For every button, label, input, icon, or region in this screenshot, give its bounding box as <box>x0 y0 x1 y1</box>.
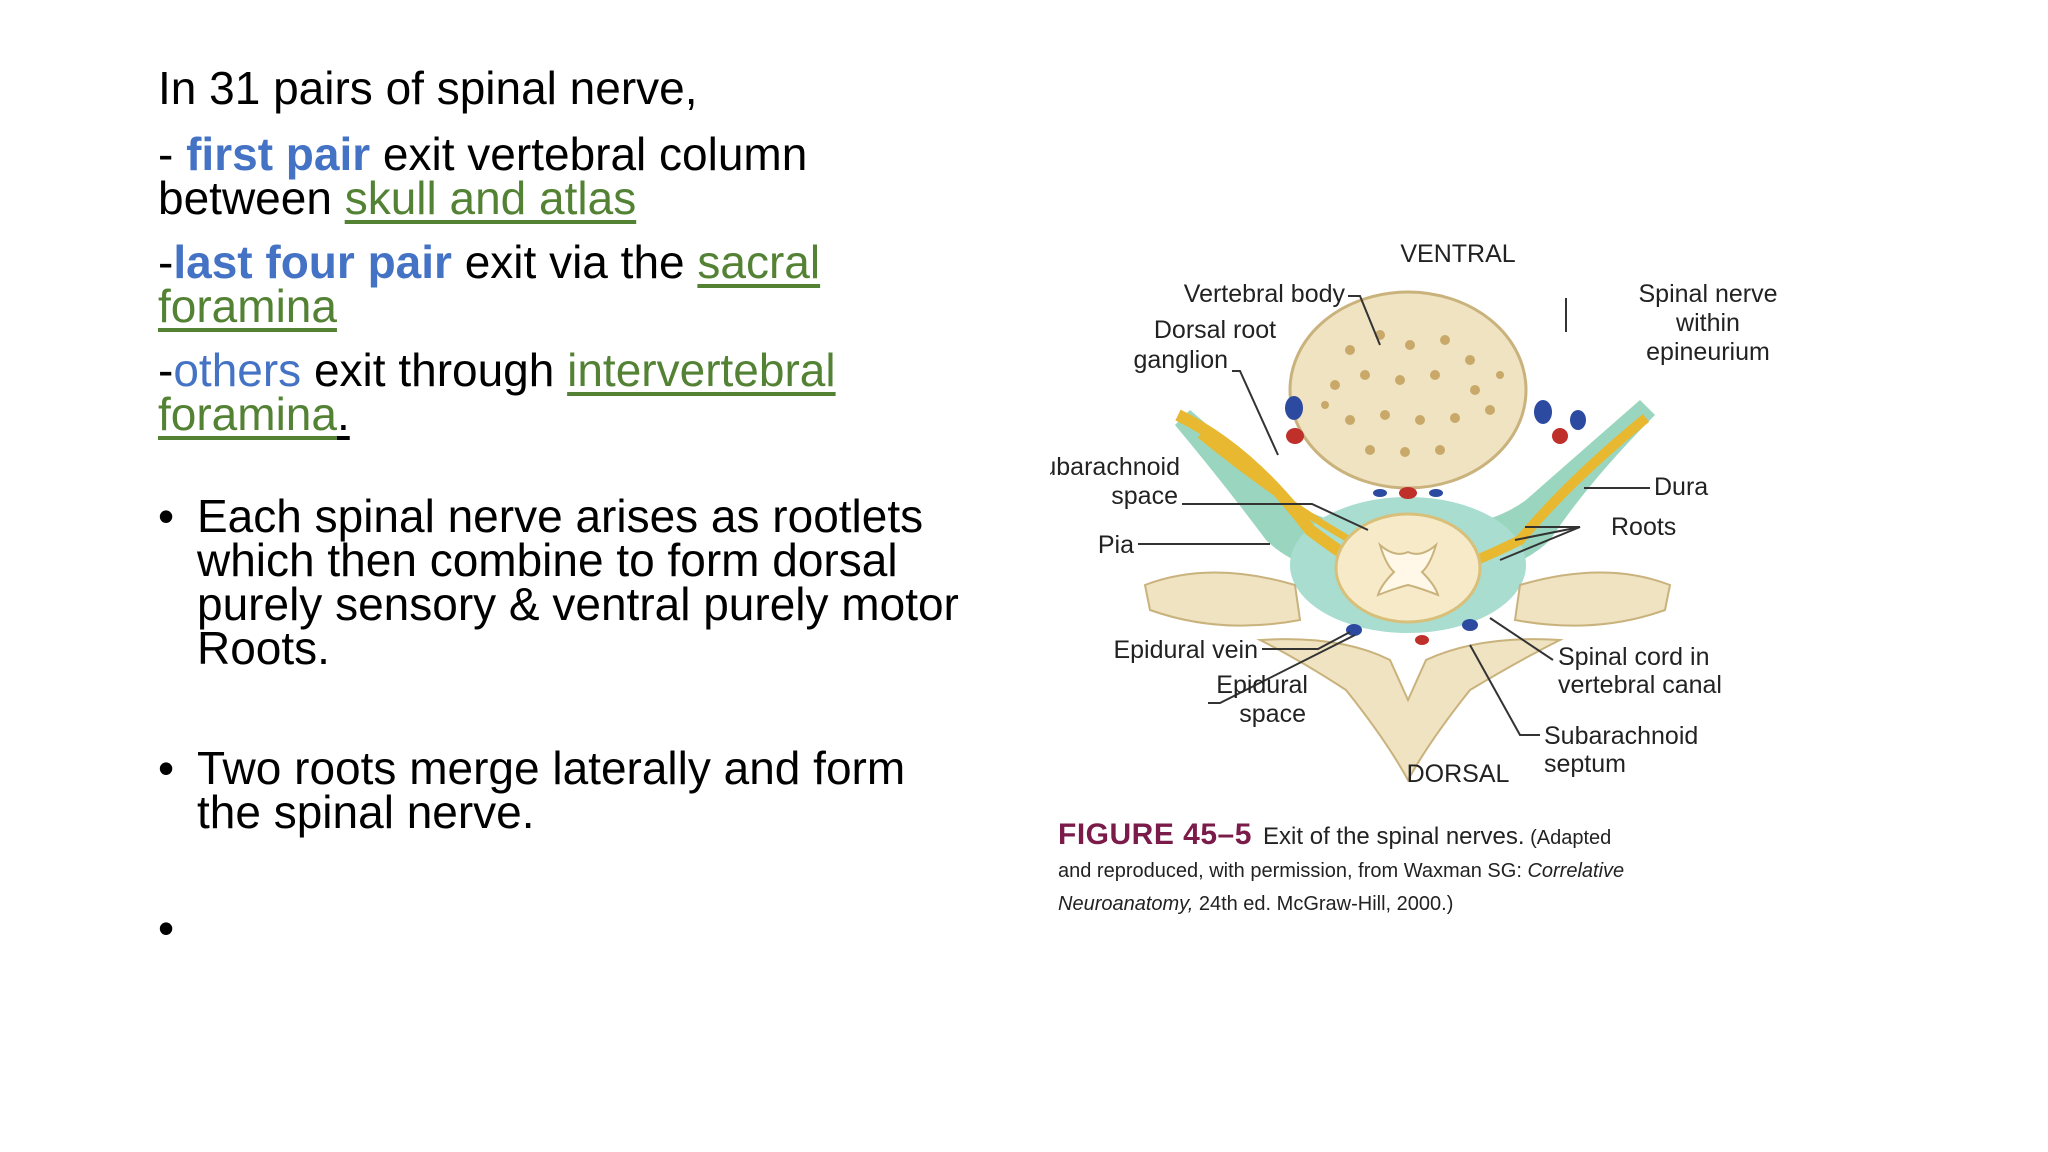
caption-line2-italic: Correlative <box>1527 860 1625 882</box>
first-prefix: - <box>158 128 187 180</box>
label-septum-1: Subarachnoid <box>1544 722 1698 750</box>
label-drg-1: Dorsal root <box>1154 316 1276 344</box>
vessels <box>1285 396 1586 645</box>
last-four-pair-term: last four pair <box>173 236 452 288</box>
others-text: exit through <box>301 344 568 396</box>
bullet-item: • Each spinal nerve arises as rootlets wh… <box>158 490 978 671</box>
caption-line3-italic: Neuroanatomy, <box>1058 893 1194 915</box>
spinal-nerve-diagram: VENTRAL Vertebral body Dorsal root gangl… <box>1050 240 1778 788</box>
caption-adapted: (Adapted <box>1530 827 1612 849</box>
bullet-text: Two roots merge laterally and form the s… <box>197 742 906 838</box>
leader-lines <box>1138 295 1650 736</box>
skull-atlas-link[interactable]: skull and atlas <box>344 172 637 224</box>
label-ventral: VENTRAL <box>1400 240 1515 268</box>
label-subarachnoid-1: Subarachnoid <box>1050 453 1180 481</box>
bullet-item: • Two roots merge laterally and form the … <box>158 742 978 835</box>
caption-line-3: Neuroanatomy, 24th ed. McGraw-Hill, 2000… <box>1058 888 1758 921</box>
label-roots: Roots <box>1611 513 1676 541</box>
last-pair-text: exit via the <box>451 236 698 288</box>
first-pair-term: first pair <box>186 128 371 180</box>
intervertebral-foramina-link[interactable]: intervertebral foramina <box>158 344 836 440</box>
intro-line: In 31 pairs of spinal nerve, <box>158 65 978 111</box>
label-subarachnoid-2: space <box>1111 482 1178 510</box>
intro-text: In 31 pairs of spinal nerve, <box>158 62 698 114</box>
bone-texture <box>1321 330 1504 457</box>
first-pair-text: exit vertebral column between <box>158 128 808 224</box>
figure-caption: FIGURE 45–5 Exit of the spinal nerves. (… <box>1058 818 1758 921</box>
label-spinal-nerve-3: epineurium <box>1646 338 1770 366</box>
caption-line3-text: 24th ed. McGraw-Hill, 2000.) <box>1193 893 1454 915</box>
label-epidural-space-1: Epidural <box>1216 671 1308 699</box>
grey-matter <box>1376 541 1440 597</box>
sacral-foramina-link[interactable]: sacral foramina <box>158 236 821 332</box>
bullet-dot: • <box>158 742 175 794</box>
spinal-nerve-figure: VENTRAL Vertebral body Dorsal root gangl… <box>1050 240 1810 930</box>
bullet-dot: • <box>158 490 175 542</box>
label-septum-2: septum <box>1544 750 1626 778</box>
caption-title: Exit of the spinal nerves. <box>1263 823 1525 850</box>
caption-line2-text: and reproduced, with permission, from Wa… <box>1058 860 1528 882</box>
vertebral-body-shape <box>1288 290 1528 490</box>
transverse-process-right <box>1513 571 1672 627</box>
bullet-text: Each spinal nerve arises as rootlets whi… <box>197 490 959 674</box>
caption-figure-number: FIGURE 45–5 <box>1058 818 1252 851</box>
bullet-dot: • <box>158 902 175 954</box>
label-epidural-space-2: space <box>1239 700 1306 728</box>
label-spinal-nerve-1: Spinal nerve <box>1639 280 1778 308</box>
lamina <box>1256 638 1564 783</box>
ventral-root-left <box>1197 432 1352 544</box>
dura-sheath <box>1175 400 1655 585</box>
caption-line-2: and reproduced, with permission, from Wa… <box>1058 855 1758 888</box>
last-prefix: - <box>158 236 174 288</box>
label-spinal-nerve-2: within <box>1675 309 1740 337</box>
transverse-process-left <box>1143 571 1302 627</box>
others-prefix: - <box>158 344 174 396</box>
others-term: others <box>173 344 302 396</box>
others-line: -others exit through intervertebral fora… <box>158 347 978 437</box>
label-dorsal: DORSAL <box>1407 760 1510 788</box>
bullet-list: • Each spinal nerve arises as rootlets wh… <box>158 490 978 951</box>
label-epidural-vein: Epidural vein <box>1113 636 1258 664</box>
last-pair-line: -last four pair exit via the sacral fora… <box>158 239 978 329</box>
label-cord-2: vertebral canal <box>1558 671 1722 699</box>
label-drg-2: ganglion <box>1133 346 1228 374</box>
label-dura: Dura <box>1654 473 1708 501</box>
caption-line-1: FIGURE 45–5 Exit of the spinal nerves. (… <box>1058 818 1758 855</box>
others-period: . <box>336 388 350 440</box>
first-pair-line: - first pair exit vertebral column betwe… <box>158 131 978 221</box>
slide-text: In 31 pairs of spinal nerve, - first pai… <box>158 65 978 951</box>
label-vertebral-body: Vertebral body <box>1184 280 1346 308</box>
label-pia: Pia <box>1098 531 1134 559</box>
label-cord-1: Spinal cord in <box>1558 643 1709 671</box>
